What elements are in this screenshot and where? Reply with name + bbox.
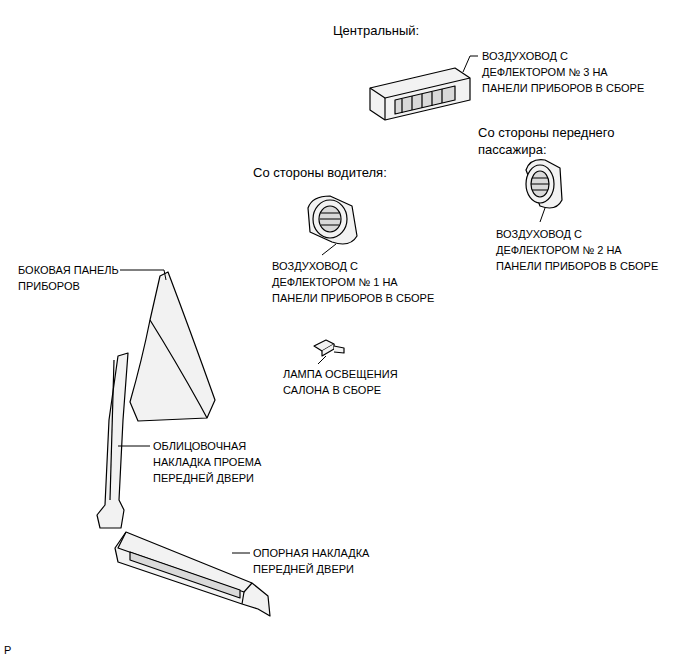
part-name: ОБЛИЦОВОЧНАЯ НАКЛАДКА ПРОЕМА ПЕРЕДНЕЙ ДВ…: [153, 438, 293, 486]
center-vent: [370, 68, 470, 120]
part-name: ЛАМПА ОСВЕЩЕНИЯ САЛОНА В СБОРЕ: [283, 366, 433, 398]
part-name: ВОЗДУХОВОД С ДЕФЛЕКТОРОМ № 1 НА ПАНЕЛИ П…: [272, 258, 442, 306]
part-name: ОПОРНАЯ НАКЛАДКА ПЕРЕДНЕЙ ДВЕРИ: [253, 545, 408, 577]
scuff-plate: [115, 532, 270, 616]
figure-code: P: [4, 642, 24, 658]
room-lamp: [314, 340, 344, 356]
part-name: ВОЗДУХОВОД С ДЕФЛЕКТОРОМ № 3 НА ПАНЕЛИ П…: [482, 48, 652, 96]
group-heading: Со стороны переднего пассажира:: [478, 124, 638, 158]
part-name: БОКОВАЯ ПАНЕЛЬ ПРИБОРОВ: [18, 262, 120, 294]
part-name: ВОЗДУХОВОД С ДЕФЛЕКТОРОМ № 2 НА ПАНЕЛИ П…: [496, 226, 666, 274]
passenger-vent: [526, 160, 562, 208]
group-heading: Со стороны водителя:: [253, 164, 433, 181]
door-opening-trim: [97, 353, 128, 528]
group-heading: Центральный:: [333, 22, 483, 39]
driver-vent: [308, 196, 357, 244]
side-panel: [130, 272, 215, 421]
